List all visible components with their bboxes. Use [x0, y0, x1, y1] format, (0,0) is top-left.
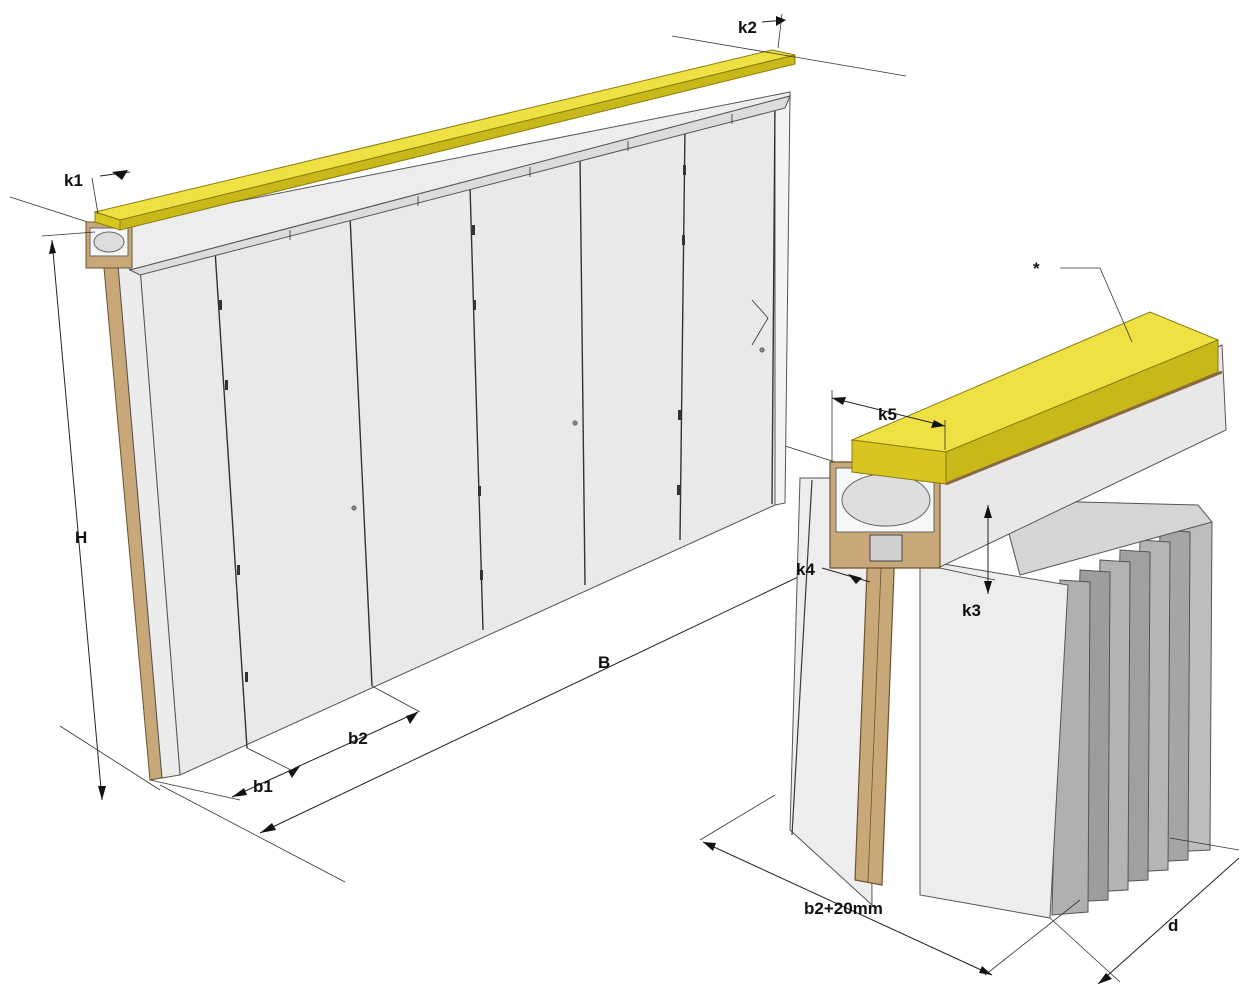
panel-divisions: [214, 101, 776, 749]
right-dimensions: * k5 k3 k4 b2+20mm d: [699, 259, 1239, 985]
rail-hooks: [289, 114, 733, 240]
label-k2: k2: [738, 18, 757, 37]
label-b1: b1: [253, 777, 273, 796]
stack-rail-tube: [841, 473, 931, 527]
stack-fin-tops: [999, 499, 1213, 576]
left-wall-assembly: [9, 49, 861, 781]
label-k3: k3: [962, 601, 981, 620]
wall-end-strip: [774, 95, 791, 506]
dim-H-line: [51, 239, 103, 801]
label-k1: k1: [64, 171, 83, 190]
left-dimensions: H k1 k2 B b1 b2: [41, 13, 907, 883]
label-b2: b2: [348, 729, 368, 748]
label-k4: k4: [796, 560, 815, 579]
label-b2-plus-20mm: b2+20mm: [804, 899, 883, 918]
swing-mark: [751, 299, 769, 346]
hinge-marks: [219, 165, 686, 682]
label-k5: k5: [878, 405, 897, 424]
label-asterisk: *: [1033, 259, 1040, 278]
label-H: H: [75, 528, 87, 547]
label-d: d: [1168, 916, 1178, 935]
knob-dots: [351, 347, 765, 511]
rail-tube: [93, 231, 125, 253]
stacked-panels: [1051, 519, 1213, 916]
right-stack-assembly: [789, 311, 1227, 919]
foam-strip-side: [119, 54, 796, 231]
header-rail-bottom: [128, 95, 791, 276]
stack-foam-side: [945, 339, 1219, 485]
label-B: B: [598, 653, 610, 672]
dim-B-line: [259, 549, 856, 834]
stack-rail-slot: [869, 534, 903, 562]
stack-front-panel: [919, 559, 1069, 919]
